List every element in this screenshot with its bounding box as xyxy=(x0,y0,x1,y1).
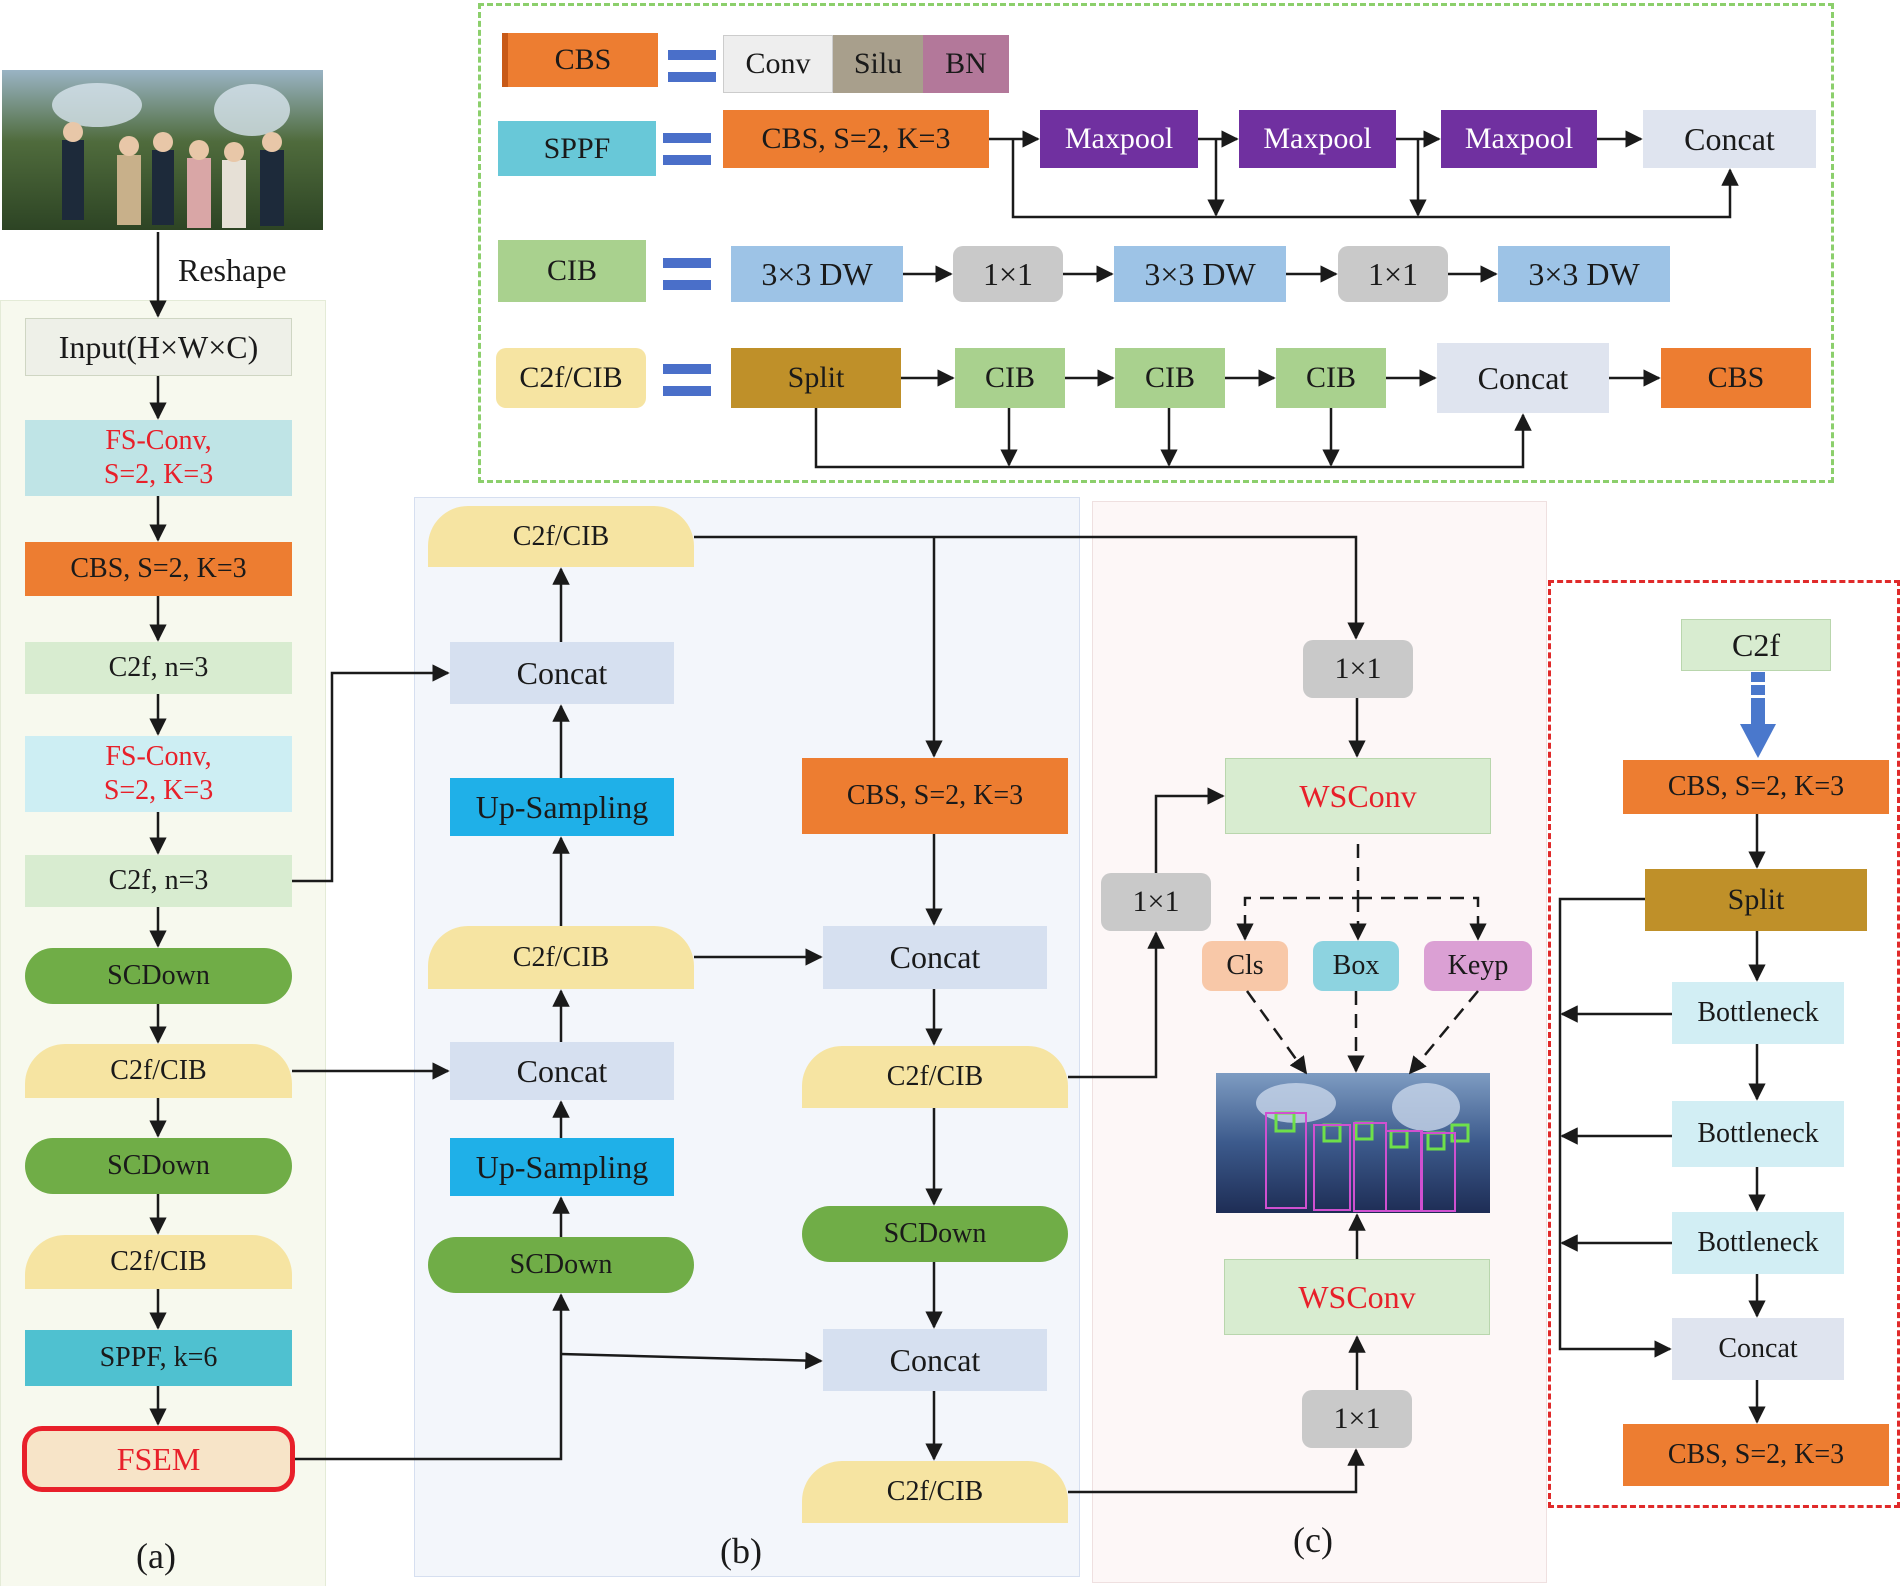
legend-cib-dw1: 3×3 DW xyxy=(731,246,903,302)
upsampling-b1: Up-Sampling xyxy=(450,778,674,836)
detail-bottleneck-2: Bottleneck xyxy=(1672,1101,1844,1167)
legend-cib-1x1b: 1×1 xyxy=(1338,246,1448,302)
concat-b-r2: Concat xyxy=(823,1329,1047,1391)
legend-cbs-conv: Conv xyxy=(723,35,833,93)
people-silhouettes xyxy=(52,83,290,228)
legend-c2fcib-cib3: CIB xyxy=(1276,348,1386,408)
legend-cib-equals xyxy=(663,258,711,291)
legend-cib-1x1a: 1×1 xyxy=(953,246,1063,302)
concat-b-r1: Concat xyxy=(823,926,1047,989)
wsconv-c-bottom: WSConv xyxy=(1224,1259,1490,1335)
legend-cbs-bn: BN xyxy=(923,35,1009,93)
concat-b1: Concat xyxy=(450,642,674,704)
c2f-detail-frame xyxy=(1548,580,1900,1508)
fsconv-block-2: FS-Conv, S=2, K=3 xyxy=(25,736,292,812)
reshape-label: Reshape xyxy=(178,252,287,288)
legend-frame xyxy=(478,3,1834,483)
legend-sppf-maxpool2: Maxpool xyxy=(1239,110,1396,168)
fsconv-1-line2: S=2, K=3 xyxy=(103,459,214,490)
legend-cbs-name: CBS xyxy=(502,33,658,87)
fsconv-2-line1: FS-Conv, xyxy=(105,741,212,773)
legend-c2fcib-name: C2f/CIB xyxy=(496,348,646,408)
detections-overlay xyxy=(1256,1083,1470,1212)
input-block: Input(H×W×C) xyxy=(25,318,292,376)
legend-cib-dw3: 3×3 DW xyxy=(1498,246,1670,302)
legend-sppf-maxpool3: Maxpool xyxy=(1441,110,1597,168)
sppf-block-a: SPPF, k=6 xyxy=(25,1330,292,1386)
caption-b: (b) xyxy=(720,1531,762,1571)
detail-split: Split xyxy=(1645,869,1867,931)
cbs-block-a: CBS, S=2, K=3 xyxy=(25,542,292,596)
concat-b2: Concat xyxy=(450,1042,674,1100)
box-head: Box xyxy=(1313,941,1399,991)
c2fcib-b-top: C2f/CIB xyxy=(428,506,694,567)
scdown-b-right: SCDown xyxy=(802,1206,1068,1262)
legend-sppf-concat: Concat xyxy=(1643,110,1816,168)
scdown-block-a1: SCDown xyxy=(25,948,292,1004)
c2fcib-b-mid: C2f/CIB xyxy=(428,926,694,989)
legend-cbs-equals xyxy=(668,50,716,83)
scdown-block-a2: SCDown xyxy=(25,1138,292,1194)
legend-sppf-cbs: CBS, S=2, K=3 xyxy=(723,110,989,168)
caption-c: (c) xyxy=(1293,1520,1333,1560)
legend-c2fcib-cib1: CIB xyxy=(955,348,1065,408)
fsconv-block-1: FS-Conv, S=2, K=3 xyxy=(25,420,292,496)
conv1x1-c-bottom: 1×1 xyxy=(1302,1390,1412,1448)
scdown-b-left: SCDown xyxy=(428,1237,694,1293)
wsconv-c-top: WSConv xyxy=(1225,758,1491,834)
upsampling-b2: Up-Sampling xyxy=(450,1138,674,1196)
fsem-block: FSEM xyxy=(22,1426,295,1492)
detail-bottleneck-1: Bottleneck xyxy=(1672,982,1844,1044)
c2fcib-block-a1: C2f/CIB xyxy=(25,1044,292,1098)
detail-concat: Concat xyxy=(1672,1318,1844,1380)
conv1x1-c-left: 1×1 xyxy=(1101,873,1211,931)
cls-head: Cls xyxy=(1202,941,1288,991)
output-photo xyxy=(1216,1073,1490,1213)
legend-c2fcib-cib2: CIB xyxy=(1115,348,1225,408)
legend-c2fcib-concat: Concat xyxy=(1437,343,1609,413)
fsconv-2-line2: S=2, K=3 xyxy=(103,775,214,806)
detail-bottleneck-3: Bottleneck xyxy=(1672,1212,1844,1274)
detail-c2f: C2f xyxy=(1681,619,1831,671)
detail-cbs-bottom: CBS, S=2, K=3 xyxy=(1623,1424,1889,1486)
legend-cbs-silu: Silu xyxy=(833,35,923,93)
cbs-b: CBS, S=2, K=3 xyxy=(802,758,1068,834)
caption-a: (a) xyxy=(136,1536,176,1576)
c2f-block-a2: C2f, n=3 xyxy=(25,855,292,907)
fsconv-1-line1: FS-Conv, xyxy=(105,425,212,457)
c2fcib-b-r2: C2f/CIB xyxy=(802,1461,1068,1523)
legend-sppf-maxpool1: Maxpool xyxy=(1040,110,1198,168)
detail-cbs-top: CBS, S=2, K=3 xyxy=(1623,760,1889,814)
keyp-head: Keyp xyxy=(1424,941,1532,991)
legend-sppf-equals xyxy=(663,133,711,166)
legend-cib-name: CIB xyxy=(498,240,646,302)
detail-down-arrow-icon xyxy=(1740,672,1776,762)
conv1x1-c-top: 1×1 xyxy=(1303,640,1413,698)
c2fcib-b-r1: C2f/CIB xyxy=(802,1046,1068,1108)
legend-c2fcib-equals xyxy=(663,364,711,397)
legend-sppf-name: SPPF xyxy=(498,121,656,176)
input-photo xyxy=(2,70,323,230)
c2fcib-block-a2: C2f/CIB xyxy=(25,1235,292,1289)
legend-c2fcib-cbs: CBS xyxy=(1661,348,1811,408)
c2f-block-a1: C2f, n=3 xyxy=(25,642,292,694)
legend-cib-dw2: 3×3 DW xyxy=(1114,246,1286,302)
legend-c2fcib-split: Split xyxy=(731,348,901,408)
